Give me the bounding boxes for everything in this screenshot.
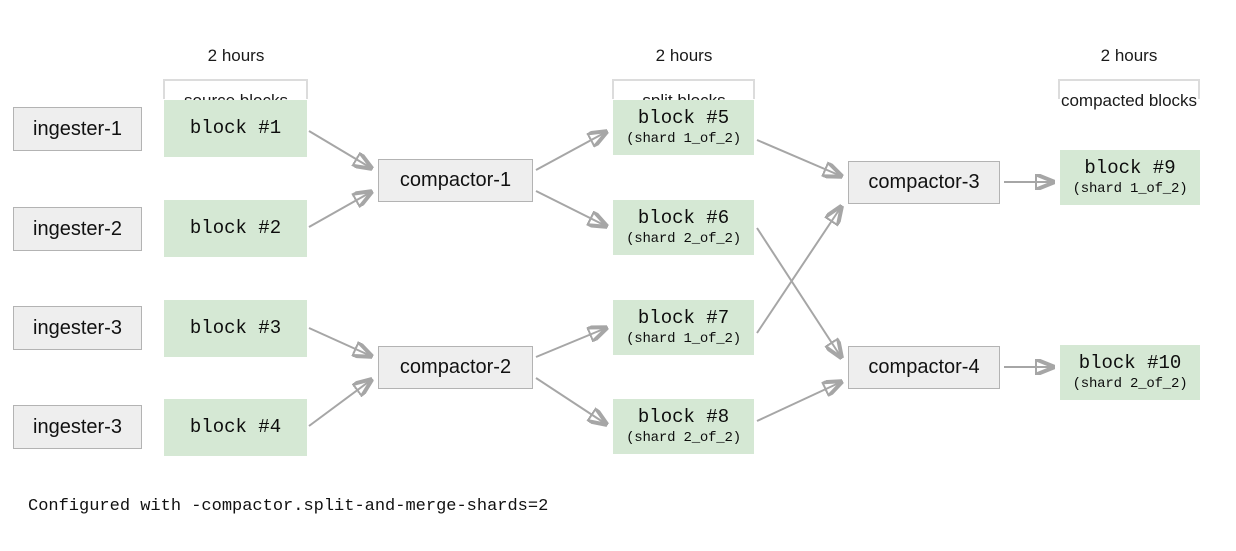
node-ingester-2[interactable]: ingester-2 [13,207,142,251]
edge-block-7-to-compactor-3 [756,207,841,334]
node-ingester-3b[interactable]: ingester-3 [13,405,142,449]
group-caption-source-line1: 2 hours [207,46,265,66]
node-block-3[interactable]: block #3 [164,300,307,357]
edge-block-8-to-compactor-4 [756,382,841,422]
group-caption-compacted-line2: compacted blocks [1060,91,1198,111]
node-block-10-label: block #10 [1078,351,1182,374]
node-block-6-label: block #6 [637,206,730,229]
node-block-8-label: block #8 [637,405,730,428]
node-block-6[interactable]: block #6 (shard 2_of_2) [613,200,754,255]
edge-compactor-2-to-block-8 [535,377,606,424]
node-compactor-2[interactable]: compactor-2 [378,346,533,389]
node-ingester-3a[interactable]: ingester-3 [13,306,142,350]
node-compactor-4-label: compactor-4 [868,356,980,378]
node-block-10[interactable]: block #10 (shard 2_of_2) [1060,345,1200,400]
node-block-4[interactable]: block #4 [164,399,307,456]
node-ingester-1[interactable]: ingester-1 [13,107,142,151]
node-block-5-label: block #5 [637,106,730,129]
node-block-9-shard: (shard 1_of_2) [1072,181,1188,198]
node-block-7-label: block #7 [637,306,730,329]
edge-block-1-to-compactor-1 [308,130,371,168]
node-compactor-2-label: compactor-2 [399,356,512,378]
node-compactor-4[interactable]: compactor-4 [848,346,1000,389]
node-block-2-label: block #2 [189,216,282,239]
edge-compactor-1-to-block-6 [535,190,606,226]
node-block-10-shard: (shard 2_of_2) [1072,376,1188,393]
edge-block-2-to-compactor-1 [308,192,371,228]
node-ingester-3a-label: ingester-3 [33,316,122,339]
node-block-9[interactable]: block #9 (shard 1_of_2) [1060,150,1200,205]
node-block-3-label: block #3 [189,316,282,339]
edge-block-4-to-compactor-2 [308,380,371,427]
edge-block-3-to-compactor-2 [308,327,371,356]
node-block-5[interactable]: block #5 (shard 1_of_2) [613,100,754,155]
group-caption-split-line1: 2 hours [655,46,713,66]
node-block-1[interactable]: block #1 [164,100,307,157]
bracket-compacted-blocks [1058,79,1200,99]
node-compactor-1[interactable]: compactor-1 [378,159,533,202]
node-block-7[interactable]: block #7 (shard 1_of_2) [613,300,754,355]
node-compactor-3[interactable]: compactor-3 [848,161,1000,204]
node-block-6-shard: (shard 2_of_2) [626,231,741,248]
bracket-split-blocks [612,79,755,99]
group-caption-compacted: 2 hours compacted blocks [1039,23,1219,135]
node-block-7-shard: (shard 1_of_2) [626,331,741,348]
node-block-4-label: block #4 [189,415,282,438]
node-block-5-shard: (shard 1_of_2) [626,131,741,148]
node-ingester-1-label: ingester-1 [33,117,122,140]
node-block-8[interactable]: block #8 (shard 2_of_2) [613,399,754,454]
group-caption-compacted-line1: 2 hours [1100,46,1158,66]
edge-compactor-2-to-block-7 [535,328,606,358]
edge-block-5-to-compactor-3 [756,139,841,176]
node-block-8-shard: (shard 2_of_2) [626,430,741,447]
edge-block-6-to-compactor-4 [756,227,841,357]
edge-compactor-1-to-block-5 [535,132,606,171]
node-ingester-3b-label: ingester-3 [33,415,122,438]
node-ingester-2-label: ingester-2 [33,217,122,240]
node-compactor-1-label: compactor-1 [399,169,512,191]
node-block-1-label: block #1 [189,116,282,139]
config-note: Configured with -compactor.split-and-mer… [28,497,549,516]
bracket-source-blocks [163,79,308,99]
node-compactor-3-label: compactor-3 [868,171,980,193]
node-block-2[interactable]: block #2 [164,200,307,257]
node-block-9-label: block #9 [1084,156,1176,179]
